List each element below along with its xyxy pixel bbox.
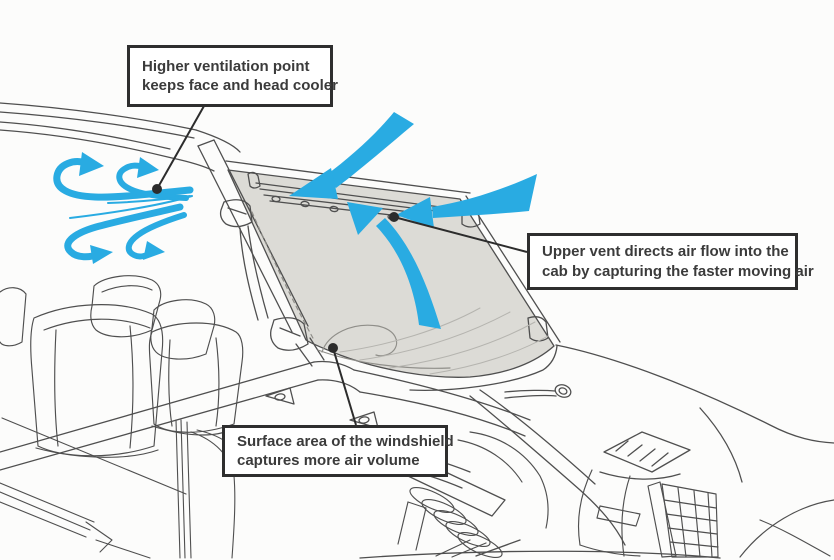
anchor-dot-surface-area <box>328 343 338 353</box>
airflow-arrow-right <box>396 174 537 228</box>
airflow-arrow-top <box>289 112 414 199</box>
seats <box>0 275 244 458</box>
a-pillar <box>197 139 325 367</box>
airflow-arrow-bottom <box>347 202 441 329</box>
coil-spring <box>397 431 834 559</box>
swirl-speed-line <box>69 195 193 219</box>
anchor-dot-higher-ventilation <box>152 184 162 194</box>
callout-higher-ventilation: Higher ventilation point keeps face and … <box>127 45 338 107</box>
callout-text-line: Surface area of the windshield <box>237 432 454 450</box>
air-swirl-arrowheads <box>79 152 165 264</box>
front-grille <box>577 469 719 558</box>
leader-line-upper-vent <box>393 216 528 253</box>
anchor-dot-upper-vent <box>389 212 399 222</box>
callout-text-line: Upper vent directs air flow into the <box>542 243 789 261</box>
callout-text-line: captures more air volume <box>237 452 420 469</box>
glass-reflections <box>339 307 549 375</box>
callout-upper-vent: Upper vent directs air flow into the cab… <box>527 233 814 290</box>
callout-text-line: keeps face and head cooler <box>142 77 338 94</box>
airflow-arrows <box>289 112 537 329</box>
leader-line-higher-ventilation <box>156 105 205 190</box>
callout-text-line: cab by capturing the faster moving air <box>542 262 814 280</box>
callout-surface-area: Surface area of the windshield captures … <box>222 425 454 477</box>
hood <box>409 344 834 546</box>
swirl-speed-line <box>107 195 191 204</box>
air-swirl-arrows <box>53 158 194 261</box>
swirl-bottom-left <box>64 203 184 261</box>
upper-vent-bar <box>247 171 449 224</box>
vehicle-line-art <box>0 102 834 559</box>
dashboard-steering-wheel <box>251 211 451 369</box>
swirl-top-right <box>116 162 189 201</box>
callout-text-line: Higher ventilation point <box>142 57 310 75</box>
windshield-shape <box>227 169 555 378</box>
cab-lower-structure <box>0 417 249 559</box>
leader-lines <box>152 105 528 426</box>
swirl-bottom-right <box>125 212 187 260</box>
leader-line-surface-area <box>332 347 357 426</box>
